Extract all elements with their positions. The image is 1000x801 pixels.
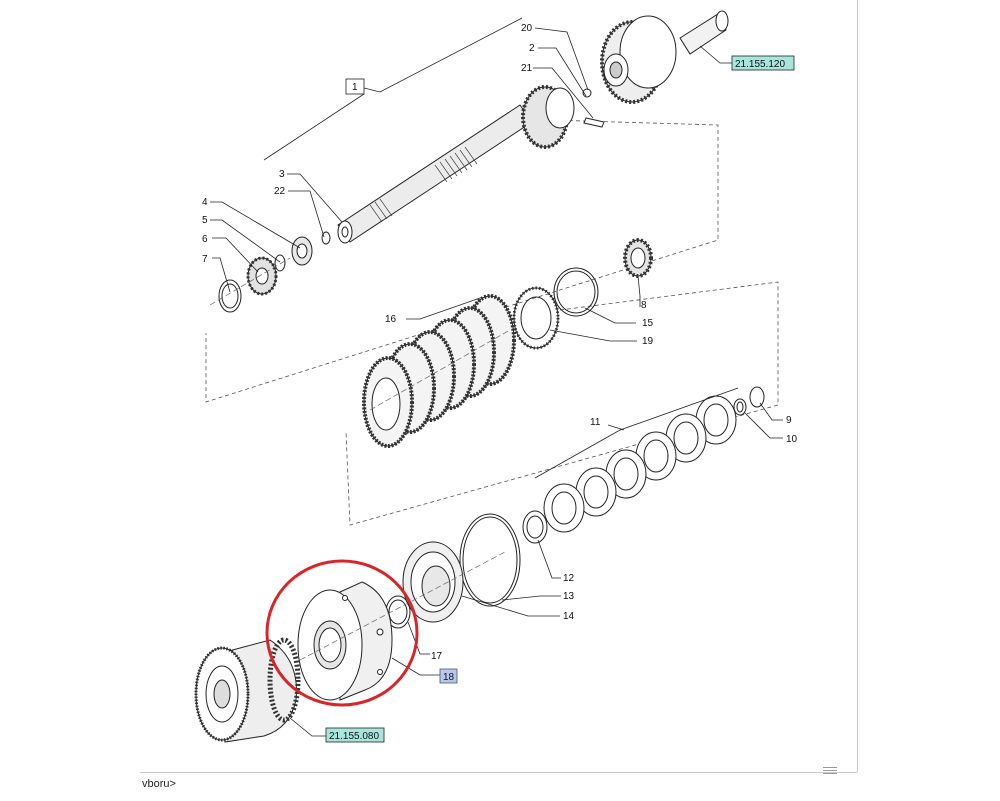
dashed-assembly-lines (205, 119, 779, 526)
part-label-6: 6 (202, 234, 208, 245)
separator-discs (522, 386, 765, 544)
part-label-18[interactable]: 18 (443, 672, 455, 683)
part-label-14: 14 (563, 611, 575, 622)
boxed-labels: 1 21.155.120 21.155.080 18 (325, 55, 795, 743)
clutch-disc-pack (362, 294, 516, 448)
status-bar: vboru> (140, 767, 857, 801)
exploded-parts-diagram: 1 21.155.120 21.155.080 18 20 2 21 3 22 … (194, 10, 798, 743)
piston-and-seals (385, 513, 521, 629)
leader-lines (210, 17, 783, 737)
part-label-7: 7 (202, 254, 208, 265)
part-label-13: 13 (563, 591, 575, 602)
right-small-parts (512, 238, 653, 350)
ref-box-bottom[interactable] (325, 727, 385, 743)
resize-grip-icon[interactable] (823, 767, 837, 774)
part-label-11: 11 (590, 417, 601, 428)
axis-lines (209, 257, 511, 661)
part-label-21: 21 (521, 63, 533, 74)
part-label-4: 4 (202, 197, 208, 208)
clutch-hub (297, 581, 393, 701)
part-label-20: 20 (521, 23, 533, 34)
part-label-8: 8 (641, 300, 647, 311)
highlight-circle (265, 559, 419, 707)
part-label-1: 1 (352, 82, 358, 93)
part-label-12: 12 (563, 573, 575, 584)
part-label-5: 5 (202, 215, 208, 226)
ref-box-top[interactable] (731, 55, 795, 71)
part-label-3: 3 (279, 169, 285, 180)
left-small-parts (218, 231, 331, 313)
ref-link-top[interactable]: 21.155.120 (735, 59, 785, 70)
status-text: vboru> (142, 778, 176, 790)
part-label-10: 10 (786, 434, 798, 445)
part-label-17: 17 (431, 651, 443, 662)
diagram-viewer: 1 21.155.120 21.155.080 18 20 2 21 3 22 … (140, 0, 858, 772)
bottom-drum-assembly (194, 637, 301, 743)
part-label-15: 15 (642, 318, 654, 329)
top-drum-assembly (600, 10, 729, 104)
highlight-box-18[interactable] (439, 668, 458, 684)
part-label-9: 9 (786, 415, 792, 426)
part-labels: 20 2 21 3 22 4 5 6 7 8 15 19 16 9 10 11 … (202, 23, 798, 662)
part-label-22: 22 (274, 186, 286, 197)
ref-link-bottom[interactable]: 21.155.080 (329, 731, 379, 742)
part-label-19: 19 (642, 336, 654, 347)
part-label-16: 16 (385, 314, 397, 325)
part-label-2: 2 (529, 43, 535, 54)
main-shaft (337, 85, 605, 244)
